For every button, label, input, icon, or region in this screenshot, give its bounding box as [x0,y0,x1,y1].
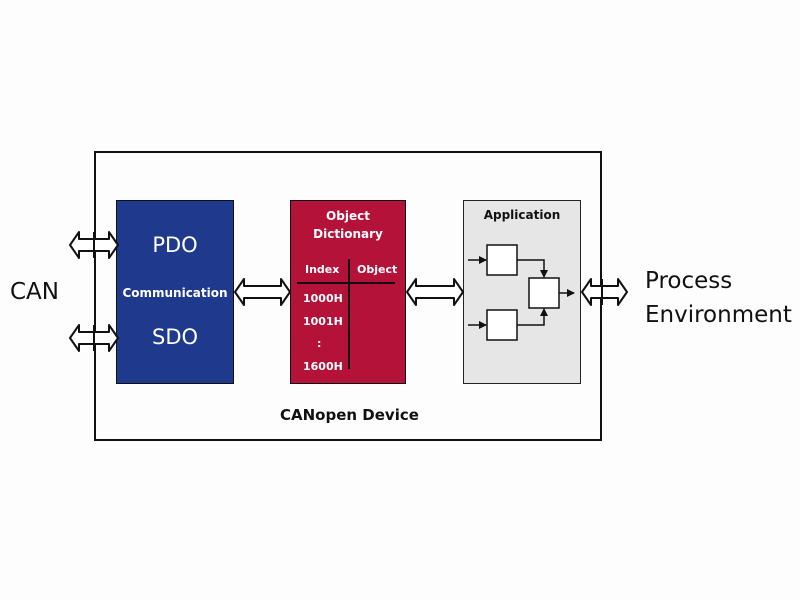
process-environment-label: Process Environment [645,264,792,332]
can-bus-label: CAN [10,279,59,305]
sdo-label: SDO [151,325,199,349]
od-application-double-arrow [406,278,464,306]
pdo-label: PDO [152,233,198,257]
column-header-object: Object [357,263,398,276]
communication-block: PDO Communication SDO [116,200,234,384]
object-dictionary-block: Object Dictionary Index Object 1000H 100… [290,200,406,384]
table-column-divider [348,259,350,369]
od-title-line2: Dictionary [313,227,383,241]
application-block: Application [463,200,581,384]
connector-1-to-3 [517,259,548,278]
function-block-1 [486,244,518,276]
process-label-line2: Environment [645,302,792,328]
od-title-line1: Object [326,209,370,223]
connector-2-to-3 [517,308,548,326]
function-block-3 [528,277,560,309]
table-row: : [317,337,322,350]
comm-od-double-arrow [234,278,291,306]
application-process-double-arrow [581,278,628,306]
table-row: 1001H [303,315,343,328]
object-dictionary-title: Object Dictionary [291,207,405,243]
function-block-2 [486,309,518,341]
column-header-index: Index [305,263,340,276]
process-label-line1: Process [645,268,733,294]
device-label: CANopen Device [280,406,419,424]
communication-label: Communication [122,286,228,300]
table-row: 1600H [303,360,343,373]
table-header-divider [297,282,395,284]
table-row: 1000H [303,292,343,305]
application-title: Application [483,208,561,222]
